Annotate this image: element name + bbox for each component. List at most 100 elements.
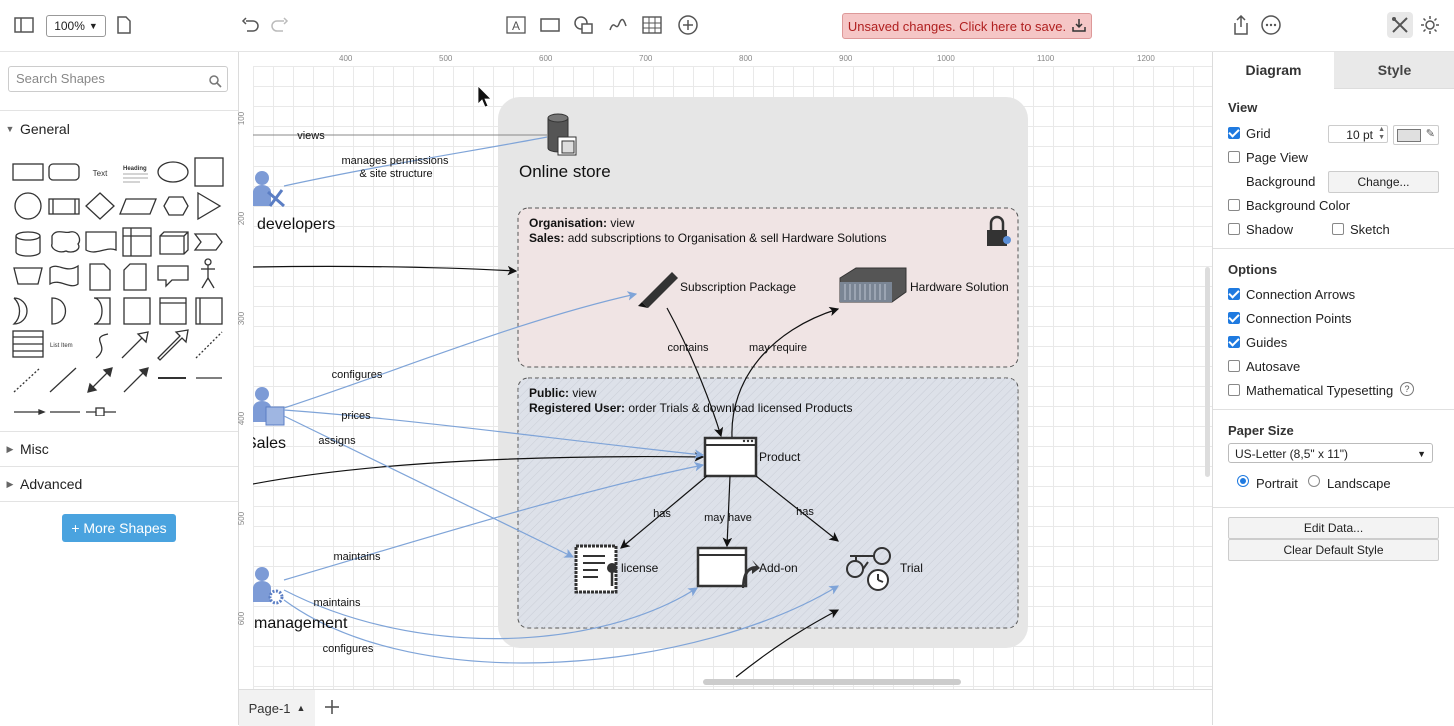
landscape-radio[interactable] — [1308, 475, 1320, 487]
shapes-sidebar: Search Shapes ▼ General — [0, 52, 239, 725]
page-icon[interactable] — [112, 13, 136, 37]
tab-style[interactable]: Style — [1334, 52, 1454, 89]
ruler-tick: 1100 — [1037, 54, 1055, 63]
theme-sun-icon[interactable] — [1418, 13, 1442, 37]
section-advanced[interactable]: ▶ Advanced — [0, 467, 238, 501]
edge-label-configures-2: configures — [323, 643, 374, 655]
rectangle-tool-icon[interactable] — [538, 13, 562, 37]
edit-data-button[interactable]: Edit Data... — [1228, 517, 1439, 539]
trial-keys-clock-icon[interactable] — [846, 547, 891, 591]
grid-color-picker[interactable]: ✎ — [1393, 125, 1439, 145]
org-line2: add subscriptions to Organisation & sell… — [564, 231, 886, 245]
freehand-tool-icon[interactable] — [606, 13, 630, 37]
page-tabs-bar: Page-1 ▲ — [239, 689, 1212, 726]
share-icon[interactable] — [1229, 13, 1253, 37]
connection-arrows-checkbox[interactable] — [1228, 288, 1240, 300]
product-label: Product — [759, 450, 801, 464]
ruler-tick: 900 — [839, 54, 853, 63]
more-menu-icon[interactable] — [1259, 13, 1283, 37]
unsaved-label: Unsaved changes. Click here to save. — [847, 18, 1067, 34]
grid-size-value: 10 pt — [1346, 128, 1373, 142]
change-background-button[interactable]: Change... — [1328, 171, 1439, 193]
public-box-hatch — [518, 378, 1018, 628]
svg-text:A: A — [512, 19, 520, 33]
addon-label: Add-on — [759, 561, 798, 575]
sketch-checkbox[interactable] — [1332, 223, 1344, 235]
more-shapes-button[interactable]: + More Shapes — [62, 514, 176, 542]
format-panel: Diagram Style View Grid 10 pt ▲▼ ✎ Page … — [1212, 52, 1454, 725]
svg-text:Registered User: order Trials: Registered User: order Trials & download… — [529, 401, 853, 415]
format-panel-toggle-icon[interactable] — [12, 13, 36, 37]
diagram-svg: Online store Organisation: view Sales: a… — [246, 85, 1028, 678]
mouse-cursor-icon — [477, 85, 492, 108]
tab-diagram[interactable]: Diagram — [1213, 52, 1334, 88]
ruler-top: 400 500 600 700 800 900 1000 1100 1200 — [253, 52, 1212, 66]
redo-icon[interactable] — [268, 13, 292, 37]
organisation-box[interactable] — [517, 207, 1019, 368]
add-page-icon[interactable] — [323, 698, 341, 716]
org-line2-bold: Sales: — [529, 231, 564, 245]
product-window-icon[interactable] — [703, 436, 758, 478]
undo-icon[interactable] — [238, 13, 262, 37]
horizontal-scrollbar[interactable] — [703, 679, 961, 685]
ruler-tick: 600 — [539, 54, 553, 63]
management-actor-icon[interactable] — [253, 567, 284, 605]
shapes-tool-icon[interactable] — [572, 13, 596, 37]
section-misc-label: Misc — [20, 441, 49, 457]
divider — [1213, 248, 1454, 249]
unsaved-changes-button[interactable]: Unsaved changes. Click here to save. — [842, 13, 1092, 39]
edge-label-manages-1: manages permissions — [342, 155, 449, 167]
format-tools-icon[interactable] — [1387, 12, 1413, 38]
edge-label-maintains-1: maintains — [333, 551, 381, 563]
diagram-canvas[interactable]: Online store Organisation: view Sales: a… — [239, 52, 1212, 689]
text-tool-icon[interactable]: A — [504, 13, 528, 37]
guides-checkbox[interactable] — [1228, 336, 1240, 348]
edge-label-contains: contains — [668, 342, 709, 354]
table-tool-icon[interactable] — [640, 13, 664, 37]
paper-size-select[interactable]: US-Letter (8,5" x 11") ▼ — [1228, 443, 1433, 463]
server-icon[interactable] — [839, 267, 907, 303]
shadow-label: Shadow — [1246, 222, 1293, 237]
trial-label: Trial — [900, 561, 923, 575]
triangle-right-icon: ▶ — [6, 478, 14, 489]
management-label: management — [254, 615, 348, 632]
edge-label-may-have: may have — [704, 512, 752, 524]
license-label: license — [621, 561, 659, 575]
add-on-window-icon[interactable] — [696, 546, 760, 588]
math-typesetting-checkbox[interactable] — [1228, 384, 1240, 396]
sales-label: Sales — [246, 435, 286, 452]
database-icon[interactable] — [547, 113, 577, 156]
section-advanced-label: Advanced — [20, 476, 83, 492]
section-general[interactable]: ▼ General — [0, 112, 238, 146]
math-typesetting-label: Mathematical Typesetting — [1246, 383, 1394, 398]
grid-checkbox[interactable] — [1228, 127, 1240, 139]
general-shapes-palette[interactable]: Text Heading List Item — [8, 156, 232, 416]
shadow-checkbox[interactable] — [1228, 223, 1240, 235]
search-placeholder: Search Shapes — [16, 71, 105, 86]
search-shapes-input[interactable]: Search Shapes — [8, 66, 228, 92]
page-view-checkbox[interactable] — [1228, 151, 1240, 163]
clear-default-style-button[interactable]: Clear Default Style — [1228, 539, 1439, 561]
zoom-select[interactable]: 100% ▼ — [46, 15, 106, 37]
search-icon — [209, 72, 222, 96]
license-certificate-icon[interactable] — [574, 544, 618, 594]
edge-label-may-require: may require — [749, 342, 807, 354]
help-icon[interactable]: ? — [1400, 382, 1414, 396]
pub-line2: order Trials & download licensed Product… — [625, 401, 852, 415]
triangle-down-icon: ▼ — [5, 124, 15, 134]
page-tab[interactable]: Page-1 ▲ — [239, 690, 315, 726]
section-misc[interactable]: ▶ Misc — [0, 432, 238, 466]
sketch-label: Sketch — [1350, 222, 1390, 237]
pencil-icon[interactable] — [638, 272, 678, 308]
grid-size-input[interactable]: 10 pt ▲▼ — [1328, 125, 1388, 143]
connection-points-checkbox[interactable] — [1228, 312, 1240, 324]
ruler-tick: 800 — [739, 54, 753, 63]
vertical-scrollbar[interactable] — [1205, 267, 1210, 477]
developers-actor-icon[interactable] — [253, 171, 285, 208]
sales-actor-icon[interactable] — [253, 387, 285, 426]
portrait-radio[interactable] — [1237, 475, 1249, 487]
background-color-checkbox[interactable] — [1228, 199, 1240, 211]
autosave-checkbox[interactable] — [1228, 360, 1240, 372]
insert-plus-icon[interactable] — [676, 13, 700, 37]
view-heading: View — [1228, 100, 1258, 115]
